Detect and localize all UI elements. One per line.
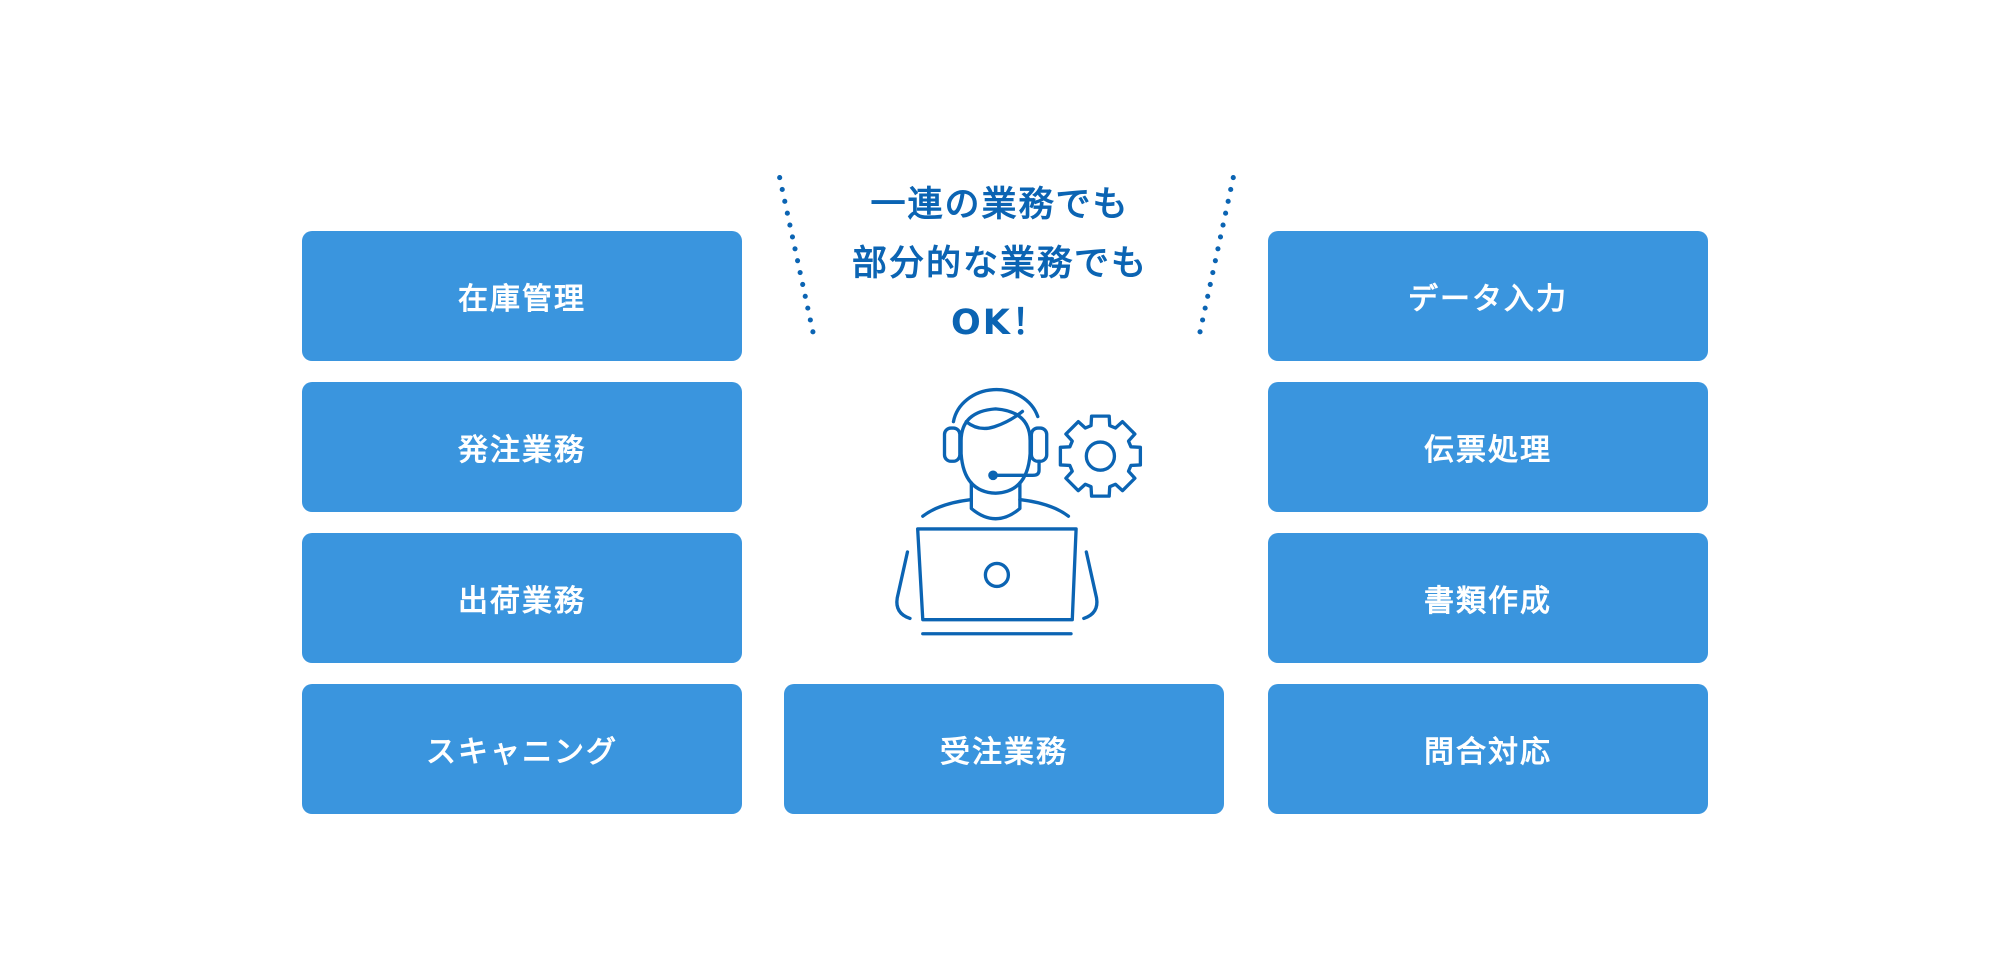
dotted-line-left — [777, 175, 819, 347]
task-order-receiving: 受注業務 — [784, 684, 1224, 814]
operator-icon — [895, 387, 1143, 636]
task-inventory-management: 在庫管理 — [302, 231, 742, 361]
headline: 一連の業務でも 部分的な業務でも OK！ — [820, 176, 1180, 353]
task-slip-processing: 伝票処理 — [1268, 382, 1708, 512]
task-ordering: 発注業務 — [302, 382, 742, 512]
task-data-entry: データ入力 — [1268, 231, 1708, 361]
gear-icon — [1058, 414, 1143, 498]
task-document-creation: 書類作成 — [1268, 533, 1708, 663]
dotted-line-right — [1194, 175, 1236, 347]
task-inquiry-handling: 問合対応 — [1268, 684, 1708, 814]
headline-line-2: 部分的な業務でも — [851, 244, 1148, 284]
headline-line-3: OK！ — [951, 303, 1049, 343]
headline-line-1: 一連の業務でも — [870, 185, 1130, 225]
task-scanning: スキャニング — [302, 684, 742, 814]
task-shipping: 出荷業務 — [302, 533, 742, 663]
